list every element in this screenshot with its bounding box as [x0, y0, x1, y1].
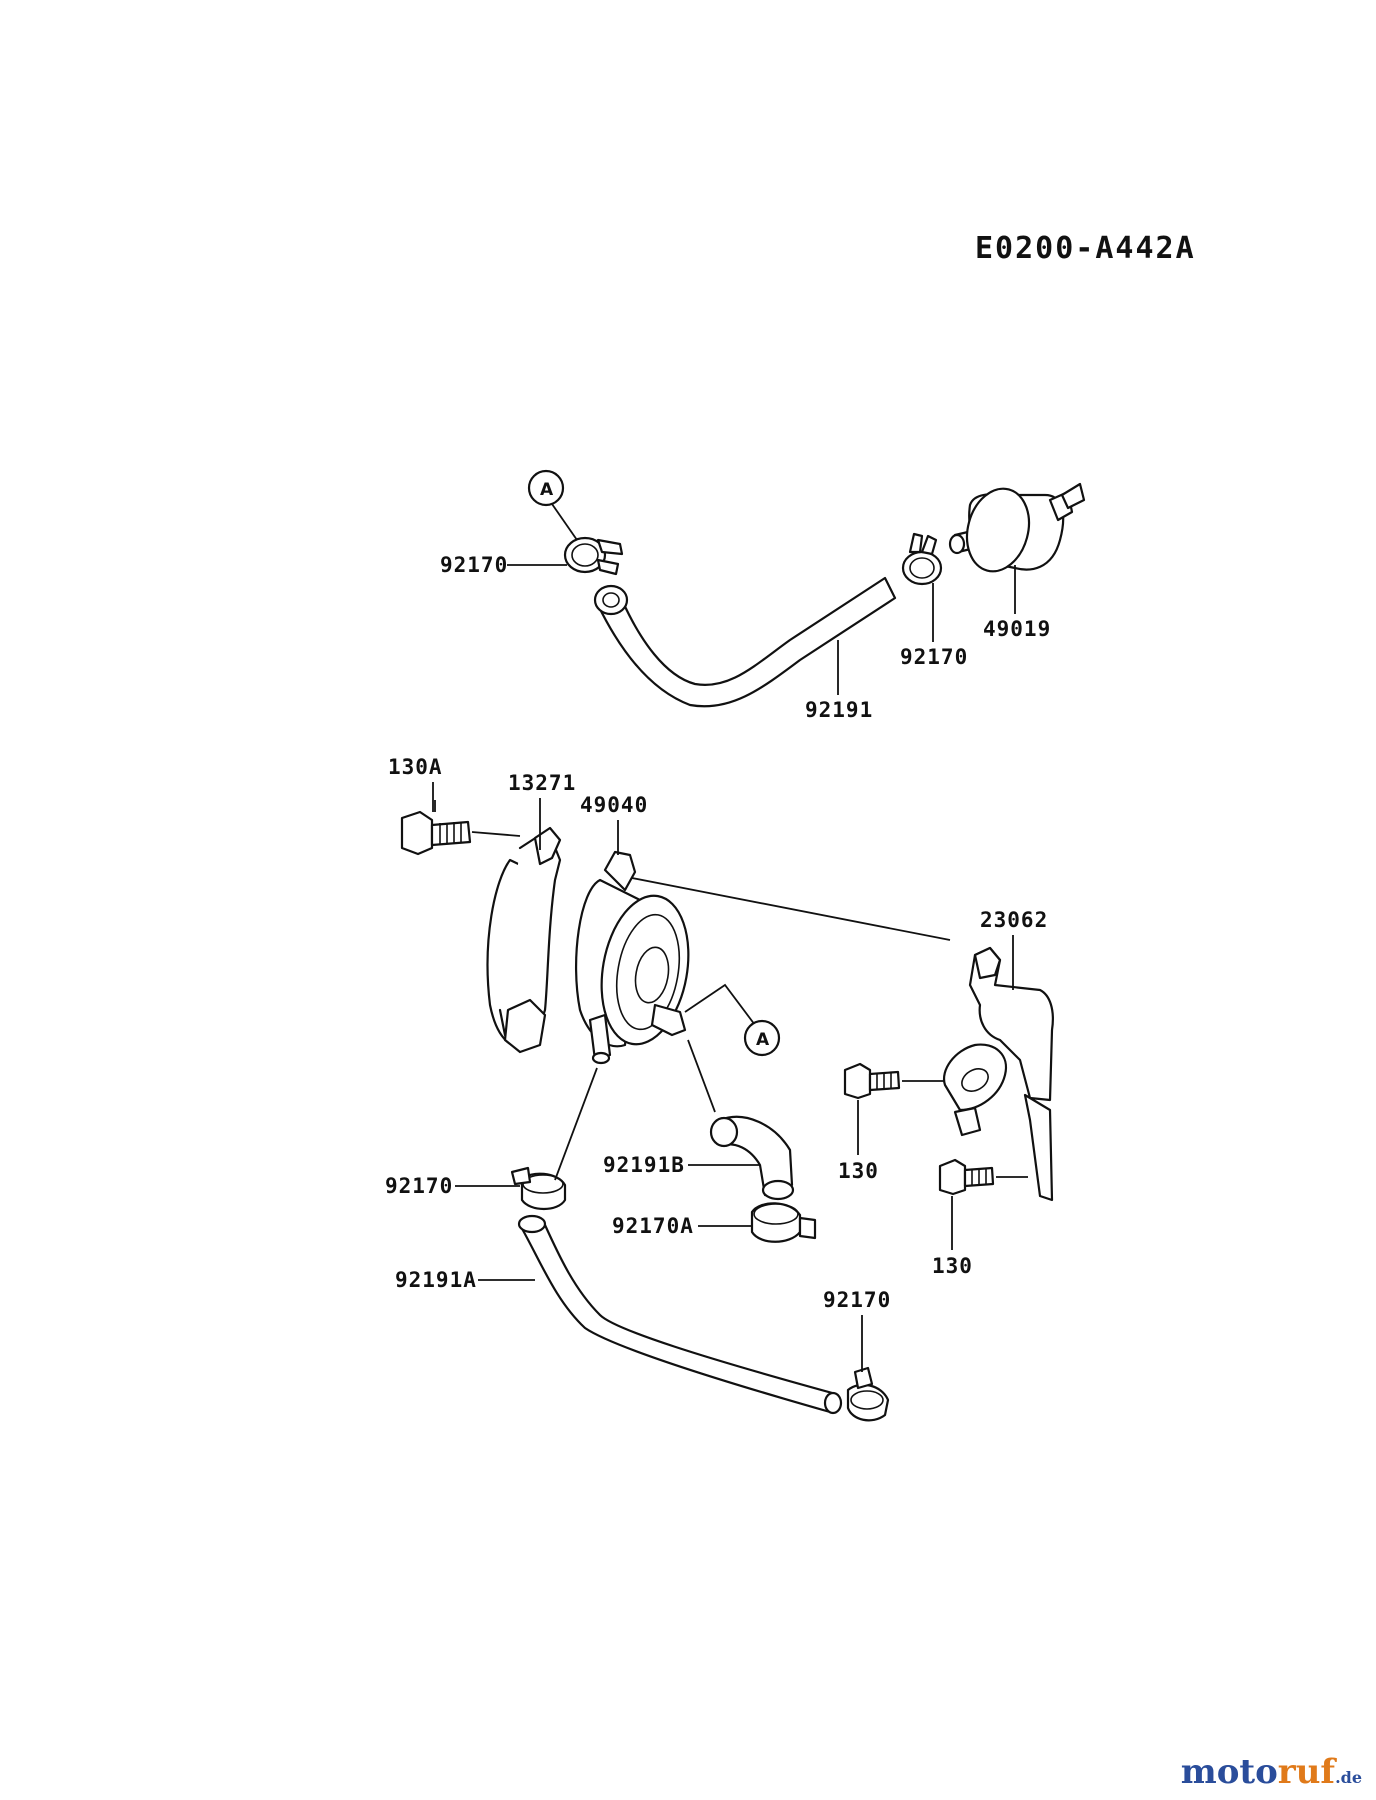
fuel-hose-92191b: [709, 1115, 795, 1201]
hose-clamp-left: [510, 1166, 567, 1211]
hose-clamp-top-right: [901, 532, 943, 586]
label-clamp-92170-left: 92170: [385, 1174, 453, 1198]
label-bracket-23062: 23062: [980, 908, 1048, 932]
cover-13271: [486, 826, 562, 1054]
reference-a-marker-top: A: [527, 469, 578, 541]
label-fuel-hose-92191b: 92191B: [603, 1153, 685, 1177]
label-clamp-92170-top-right: 92170: [900, 645, 968, 669]
fuel-pump-49040: [575, 850, 690, 1065]
label-fuel-hose-92191a: 92191A: [395, 1268, 477, 1292]
hose-clamp-bottom: [846, 1366, 890, 1422]
label-fuel-pump-49040: 49040: [580, 793, 648, 817]
hose-clamp-92170a: [750, 1202, 817, 1243]
label-cover-13271: 13271: [508, 771, 576, 795]
fuel-filter-49019: [948, 482, 1086, 573]
svg-text:A: A: [540, 480, 554, 500]
label-bolt-130-upper: 130: [838, 1159, 879, 1183]
fuel-hose-92191: [593, 576, 897, 708]
diagram-code: E0200-A442A: [975, 231, 1196, 266]
label-fuel-hose-92191: 92191: [805, 698, 873, 722]
label-clamp-92170-top-left: 92170: [440, 553, 508, 577]
hose-clamp-top-left: [563, 536, 624, 576]
label-fuel-filter-49019: 49019: [983, 617, 1051, 641]
bolt-130-lower: [938, 1158, 995, 1196]
watermark-logo: motoruf.de: [1180, 1752, 1362, 1792]
reference-a-marker-lower: A: [684, 983, 781, 1057]
bolt-130a: [400, 810, 472, 856]
label-clamp-92170a: 92170A: [612, 1214, 694, 1238]
bolt-130-upper: [843, 1062, 901, 1100]
label-bolt-130a: 130A: [388, 755, 443, 779]
bracket-23062: [942, 946, 1054, 1202]
label-bolt-130-lower: 130: [932, 1254, 973, 1278]
svg-text:A: A: [756, 1030, 770, 1050]
fuel-hose-92191a: [517, 1214, 843, 1415]
label-clamp-92170-bottom: 92170: [823, 1288, 891, 1312]
